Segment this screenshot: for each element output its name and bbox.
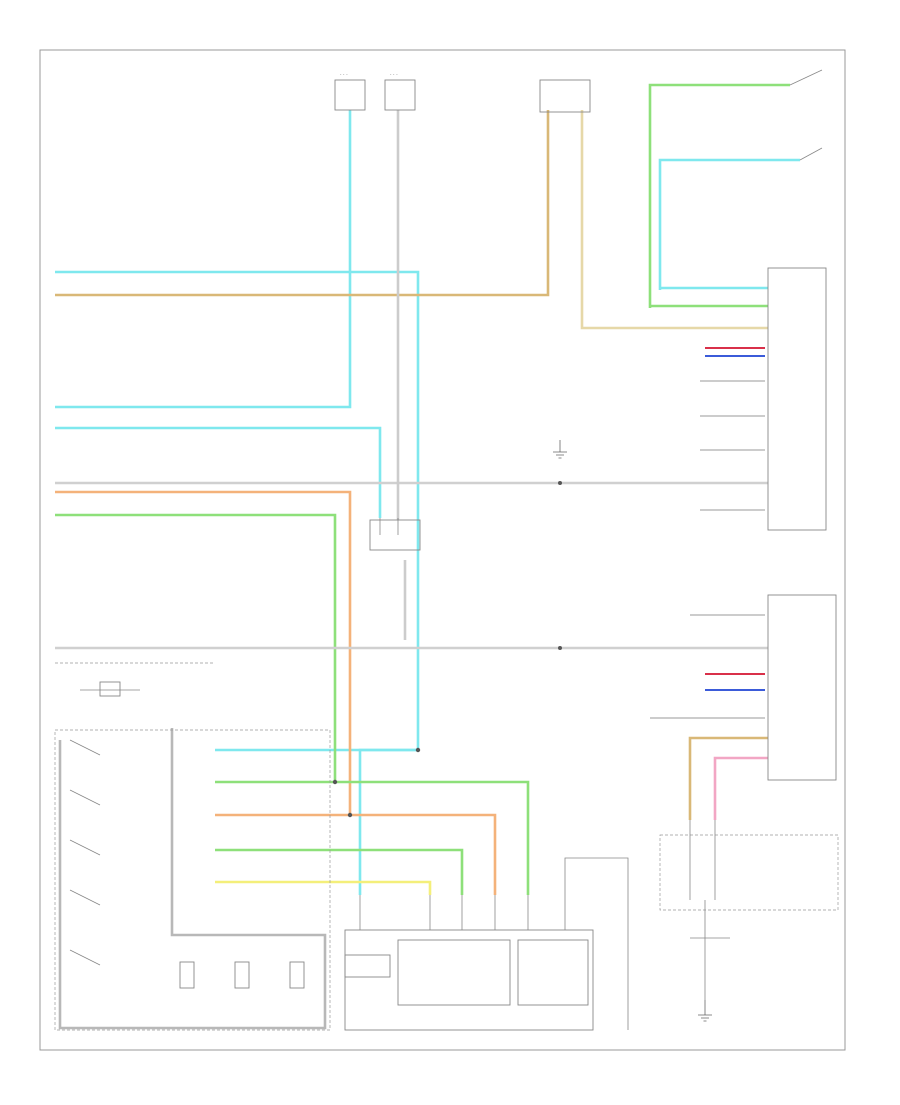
tan-wires [55,110,768,820]
splice-points [332,481,562,818]
light-blue-wires [55,110,800,895]
right-top-switches [789,69,823,161]
svg-text:· · ·: · · · [340,72,348,78]
lower-center-module [344,857,629,1031]
control-module-upper [767,267,827,531]
signal-wires [650,347,768,820]
control-module-lower [767,594,837,781]
svg-text:· · ·: · · · [390,72,398,78]
lower-left-switch-panel [54,681,331,1031]
orange-wires [55,490,497,895]
ground-symbols [553,440,712,1022]
lower-right-assembly [659,820,839,1000]
green-wires [55,83,790,895]
top-fuse-blocks: · · · · · · [334,72,591,113]
grey-wires [55,110,768,1030]
center-relay [369,518,421,551]
yellow-wires [215,880,432,895]
diagram-frame [39,49,846,1051]
